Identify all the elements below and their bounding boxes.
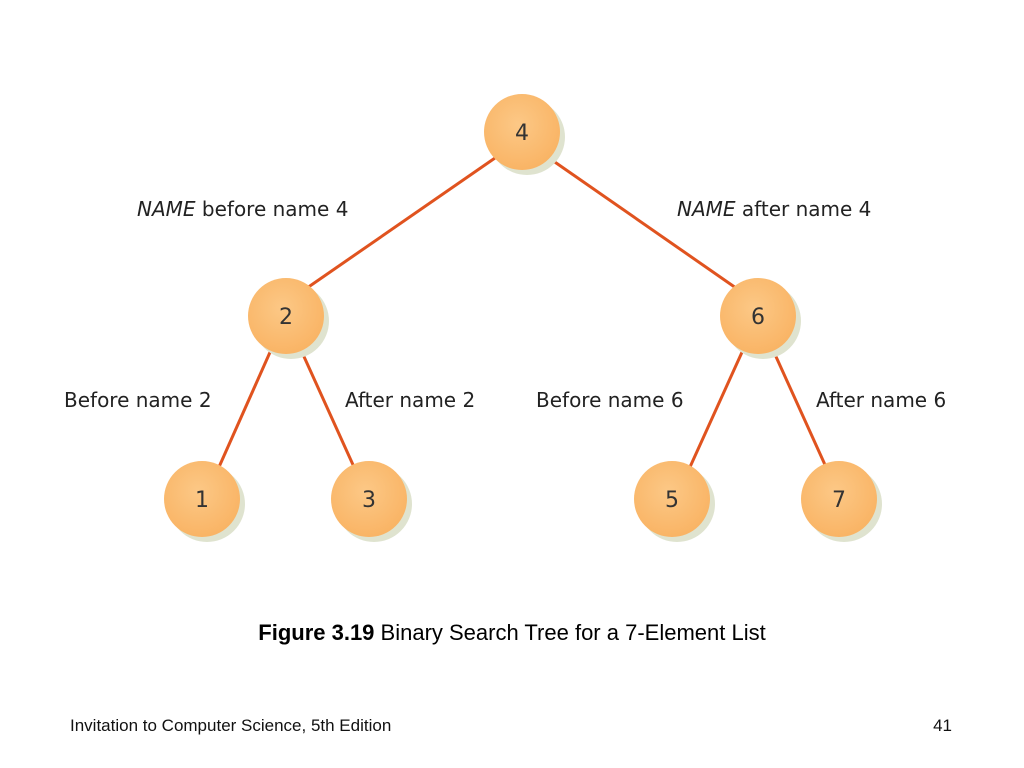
edge-label-text: After name 6 (816, 388, 946, 412)
footer-book-title: Invitation to Computer Science, 5th Edit… (70, 716, 392, 735)
tree-node-4: 4 (484, 94, 565, 175)
edge-2-1 (217, 349, 273, 468)
footer-page-number: 41 (933, 716, 952, 735)
figure-caption-text: Binary Search Tree for a 7-Element List (374, 620, 766, 645)
node-label: 5 (665, 488, 679, 513)
edge-label-text: after name 4 (736, 197, 872, 221)
edge-4-6 (548, 156, 737, 290)
tree-node-2: 2 (248, 278, 329, 359)
node-label: 6 (751, 305, 765, 330)
edge-label-6-7: After name 6 (816, 388, 946, 412)
edge-label-4-2: NAME before name 4 (137, 197, 348, 221)
tree-node-7: 7 (801, 461, 882, 542)
edge-6-5 (688, 349, 745, 468)
figure-caption: Figure 3.19 Binary Search Tree for a 7-E… (0, 620, 1024, 646)
tree-node-5: 5 (634, 461, 715, 542)
tree-node-3: 3 (331, 461, 412, 542)
edge-label-2-1: Before name 2 (64, 388, 212, 412)
edge-label-text: After name 2 (345, 388, 475, 412)
edge-label-6-5: Before name 6 (536, 388, 684, 412)
figure-number: Figure 3.19 (258, 620, 375, 645)
binary-search-tree-diagram: 4 2 6 1 3 5 (64, 94, 946, 542)
node-label: 7 (832, 488, 846, 513)
edge-4-2 (306, 156, 496, 290)
edge-label-text: before name 4 (196, 197, 349, 221)
edge-label-emphasis: NAME (137, 197, 196, 221)
node-label: 2 (279, 305, 293, 330)
node-label: 3 (362, 488, 376, 513)
edge-label-text: Before name 2 (64, 388, 212, 412)
edge-label-emphasis: NAME (677, 197, 736, 221)
tree-node-1: 1 (164, 461, 245, 542)
edge-label-text: Before name 6 (536, 388, 684, 412)
node-label: 1 (195, 488, 209, 513)
edge-label-4-6: NAME after name 4 (677, 197, 871, 221)
node-label: 4 (515, 121, 529, 146)
edge-6-7 (771, 349, 828, 468)
edge-2-3 (299, 349, 356, 468)
tree-node-6: 6 (720, 278, 801, 359)
edge-label-2-3: After name 2 (345, 388, 475, 412)
